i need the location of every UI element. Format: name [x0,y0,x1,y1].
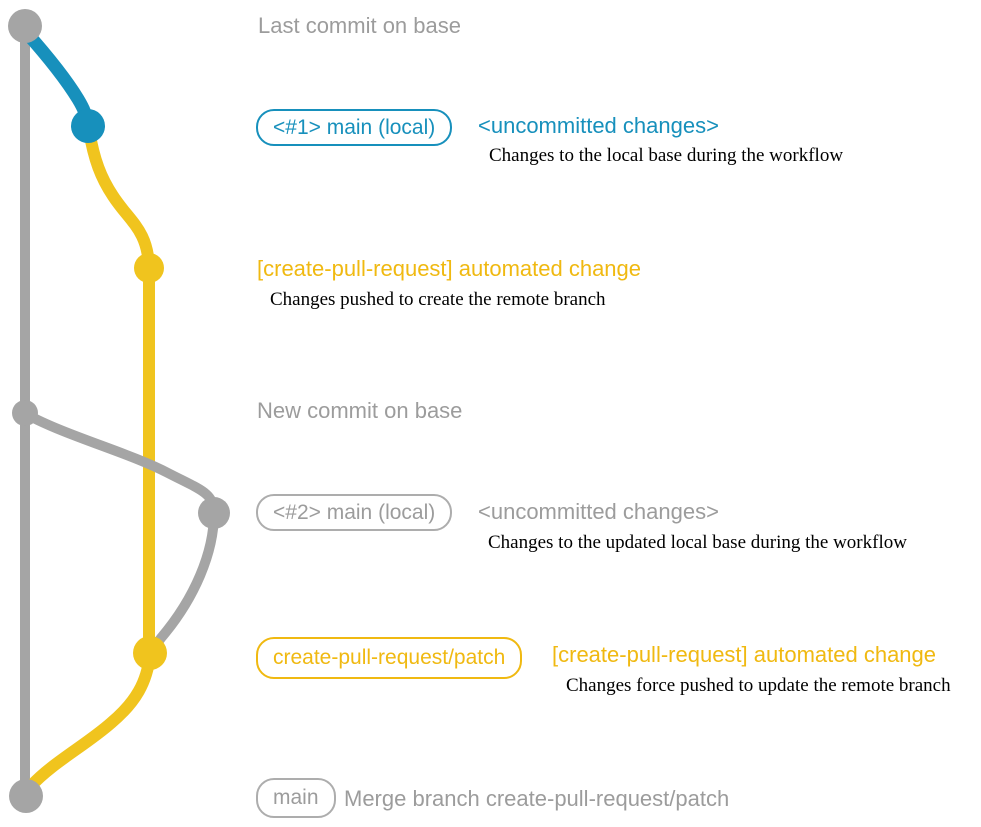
branch-badge-main: main [256,778,336,818]
label-last-commit-on-base: Last commit on base [258,13,461,38]
commit-node-local-main-2 [198,497,230,529]
commit-node-remote-2 [133,636,167,670]
commit-node-base-new [12,400,38,426]
caption-updated-local-base-changes: Changes to the updated local base during… [488,532,907,553]
updated-base-branch-line [21,409,220,654]
caption-force-pushed-update-remote: Changes force pushed to update the remot… [566,675,951,696]
label-uncommitted-changes-1: <uncommitted changes> [478,113,719,138]
remote-branch-merge-line [25,649,156,792]
branch-badge-main-local-2: <#2> main (local) [256,494,453,531]
label-merge-branch: Merge branch create-pull-request/patch [344,786,730,811]
label-uncommitted-changes-2: <uncommitted changes> [478,499,719,524]
commit-node-base-last [8,9,42,43]
label-new-commit-on-base: New commit on base [257,398,463,423]
caption-pushed-create-remote: Changes pushed to create the remote bran… [270,289,606,310]
remote-branch-line-upper [83,124,155,656]
branch-badge-main-local-1: <#1> main (local) [256,109,453,146]
label-automated-change-1: [create-pull-request] automated change [257,256,642,281]
branch-badge-create-pull-request-patch: create-pull-request/patch [256,637,523,679]
commit-node-remote-1 [134,253,164,283]
caption-local-base-changes: Changes to the local base during the wor… [489,145,844,166]
commit-node-local-main-1 [71,109,105,143]
label-automated-change-2: [create-pull-request] automated change [552,642,937,667]
commit-node-merge [9,779,43,813]
